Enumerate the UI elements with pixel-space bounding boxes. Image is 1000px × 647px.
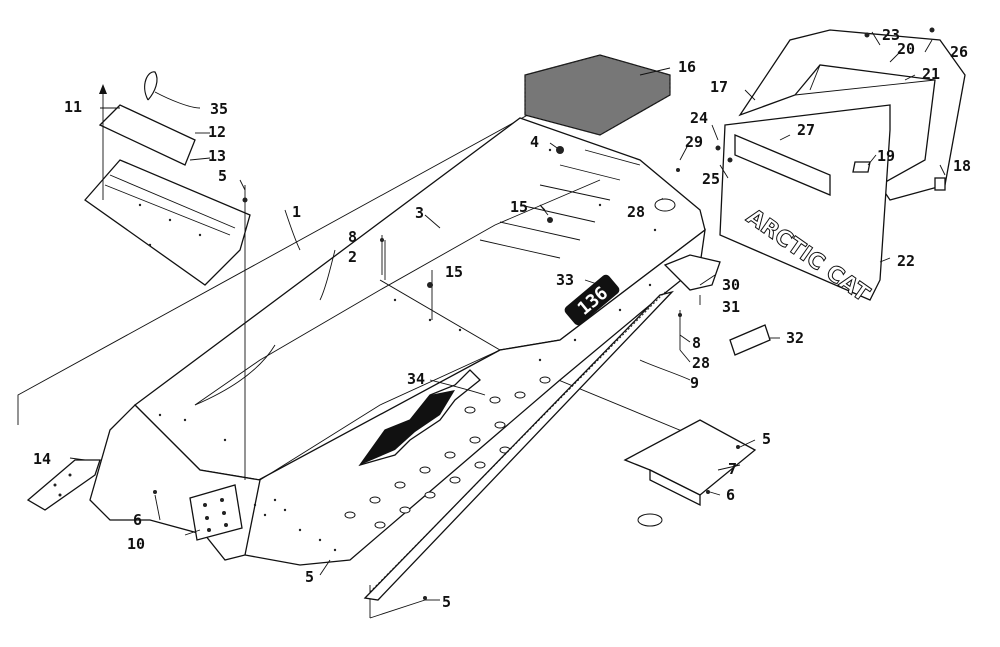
tunnel-assembly xyxy=(89,117,706,566)
callout-30: 30 xyxy=(722,276,740,294)
callout-31: 31 xyxy=(722,298,740,316)
callout-10: 10 xyxy=(127,535,145,553)
callout-18: 18 xyxy=(953,157,971,175)
side-vent-holes xyxy=(344,376,551,529)
callout-21: 21 xyxy=(922,65,940,83)
part-10-plate xyxy=(189,484,243,541)
callout-6-b: 6 xyxy=(726,486,735,504)
callout-1: 1 xyxy=(292,203,301,221)
callout-28-b: 28 xyxy=(692,354,710,372)
part-35-clip xyxy=(144,71,158,101)
callout-11: 11 xyxy=(64,98,82,116)
callout-5-b: 5 xyxy=(762,430,771,448)
part-14-bracket xyxy=(26,459,101,511)
part-18-clip xyxy=(934,177,946,191)
callout-8-b: 8 xyxy=(692,334,701,352)
callout-5-a: 5 xyxy=(218,167,227,185)
callout-13: 13 xyxy=(208,147,226,165)
callout-3: 3 xyxy=(415,204,424,222)
callout-17: 17 xyxy=(710,78,728,96)
callout-27: 27 xyxy=(797,121,815,139)
callout-22: 22 xyxy=(897,252,915,270)
heat-exchanger-parts xyxy=(84,104,251,286)
callout-6-a: 6 xyxy=(133,511,142,529)
callout-20: 20 xyxy=(897,40,915,58)
part-7-bracket xyxy=(623,419,757,527)
callout-5-d: 5 xyxy=(442,593,451,611)
callout-23: 23 xyxy=(882,26,900,44)
callout-7: 7 xyxy=(728,460,737,478)
callout-29: 29 xyxy=(685,133,703,151)
callout-14: 14 xyxy=(33,450,51,468)
callout-24: 24 xyxy=(690,109,708,127)
callout-5-c: 5 xyxy=(305,568,314,586)
deck-slots xyxy=(479,149,641,259)
callout-15-a: 15 xyxy=(510,198,528,216)
callout-32: 32 xyxy=(786,329,804,347)
part-12-shield xyxy=(98,104,196,166)
callout-26: 26 xyxy=(950,43,968,61)
callout-25: 25 xyxy=(702,170,720,188)
callout-19: 19 xyxy=(877,147,895,165)
rivet-dots xyxy=(158,148,657,552)
callout-9: 9 xyxy=(690,374,699,392)
callout-34: 34 xyxy=(407,370,425,388)
callout-16: 16 xyxy=(678,58,696,76)
callout-8-a: 8 xyxy=(348,228,357,246)
grip-pad xyxy=(524,54,671,136)
leader-lines xyxy=(69,27,946,601)
callout-labels: 1 2 3 4 5 5 5 5 6 6 7 8 8 9 10 11 12 13 … xyxy=(33,26,971,611)
part-32-plate xyxy=(729,324,771,356)
callout-33: 33 xyxy=(556,271,574,289)
callout-28-a: 28 xyxy=(627,203,645,221)
callout-4: 4 xyxy=(530,133,539,151)
cutaway-shadow xyxy=(360,390,455,465)
part-19-clip xyxy=(852,161,871,173)
callout-15-b: 15 xyxy=(445,263,463,281)
part-9-rail xyxy=(363,290,675,601)
callout-35: 35 xyxy=(210,100,228,118)
callout-12: 12 xyxy=(208,123,226,141)
callout-2: 2 xyxy=(348,248,357,266)
